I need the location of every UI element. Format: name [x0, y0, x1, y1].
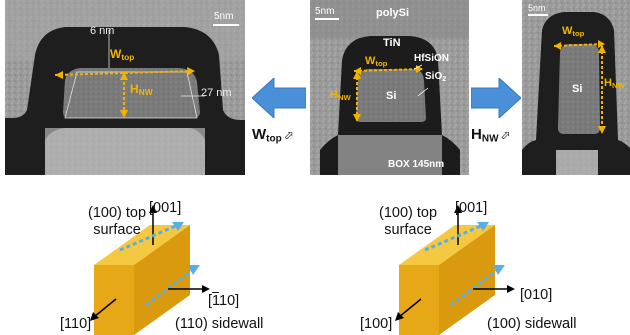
sidewall-label: (100) sidewall [487, 316, 577, 332]
box-label: BOX 145nm [388, 159, 445, 170]
block-top-face [94, 225, 190, 265]
external-arrow-icon: ⬀ [500, 128, 511, 142]
external-arrow-icon: ⬀ [283, 128, 294, 142]
block-side-face [134, 225, 190, 335]
direction-side-label: [110] [208, 293, 240, 309]
sio2-label: SiO2 [425, 71, 447, 83]
direction-front-label: [100] [360, 316, 393, 332]
tem-micrograph-tall [522, 0, 630, 175]
h-nw-label: HNW [130, 82, 153, 98]
sidewall-label: (110) sidewall [175, 316, 264, 332]
tem-micrograph-wide [5, 0, 245, 175]
tem-micrograph-reference [310, 0, 469, 175]
top-surface-label: (100) top surface [88, 205, 147, 238]
tem-image-reference: 5nm polySi TiN HfSiON SiO2 Wtop HNW Si B… [310, 0, 469, 175]
si-label: Si [386, 90, 397, 102]
scale-bar-label: 5nm [214, 11, 234, 22]
hfsion-label: HfSiON [414, 53, 449, 64]
tem-image-tall: 5nm Wtop HNW Si [522, 0, 630, 175]
w-top-label: Wtop [562, 25, 585, 38]
angle-label: 27 nm [201, 87, 232, 99]
direction-up-label: [001] [149, 200, 182, 216]
h-nw-label: HNW [330, 89, 351, 102]
direction-up-label: [001] [455, 200, 488, 216]
h-nw-increase-label: HNW⬀ [471, 126, 511, 145]
scale-bar-label: 5nm [528, 3, 546, 13]
w-top-increase-label: Wtop⬀ [252, 126, 294, 145]
w-top-label: Wtop [365, 55, 388, 68]
direction-side-label: [010] [520, 287, 553, 303]
crystal-orientation-diagram-100 [395, 205, 515, 335]
h-nw-label: HNW [604, 77, 625, 90]
crystal-orientation-diagram-110 [90, 205, 210, 335]
thickness-label: 6 nm [90, 25, 115, 37]
top-surface-label: (100) top surface [379, 205, 438, 238]
direction-front-label: [110] [60, 316, 92, 332]
polysi-label: polySi [376, 7, 410, 19]
tem-image-wide-top: 6 nm 5nm Wtop HNW 27 nm [5, 0, 245, 175]
si-label: Si [572, 83, 583, 95]
tin-label: TiN [383, 37, 401, 49]
right-arrow-icon [471, 78, 521, 118]
scale-bar-label: 5nm [315, 6, 335, 17]
left-arrow-icon [252, 78, 306, 118]
w-top-label: Wtop [110, 47, 135, 63]
